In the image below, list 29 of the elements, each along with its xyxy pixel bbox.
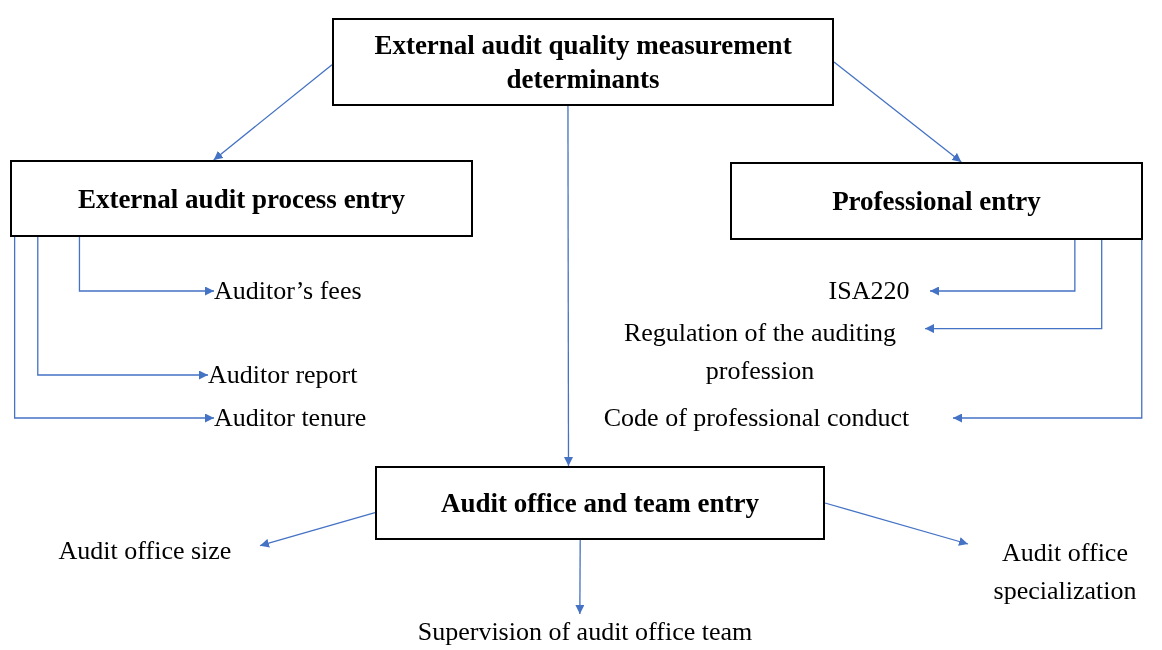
item-label: Audit office size [58, 535, 232, 567]
arrow [564, 105, 573, 467]
arrow [929, 239, 1076, 296]
arrow [575, 539, 585, 615]
arrow [37, 236, 209, 380]
category-box [332, 18, 834, 106]
category-box [10, 160, 473, 237]
box-title: Audit office and team entry [441, 487, 759, 520]
arrow [824, 502, 969, 546]
item-label: Audit office specialization [992, 537, 1138, 607]
box-title: External audit quality measurement determinants [373, 29, 793, 96]
arrow [924, 239, 1103, 334]
arrow [952, 239, 1143, 423]
box-title: External audit process entry [77, 182, 406, 216]
arrow [78, 236, 215, 296]
arrow [14, 236, 215, 423]
item-label: Auditor tenure [214, 402, 367, 434]
arrow [213, 64, 333, 161]
box-title: Professional entry [832, 185, 1041, 218]
item-label: ISA220 [828, 275, 910, 307]
item-label: Supervision of audit office team [417, 616, 753, 648]
arrow [833, 61, 962, 163]
item-label: Auditor report [208, 359, 358, 391]
category-box [375, 466, 825, 540]
item-label: Auditor’s fees [214, 275, 362, 307]
category-box [730, 162, 1143, 240]
item-label: Code of professional conduct [603, 402, 910, 434]
item-label: Regulation of the auditing profession [622, 317, 898, 387]
arrow [259, 511, 376, 548]
